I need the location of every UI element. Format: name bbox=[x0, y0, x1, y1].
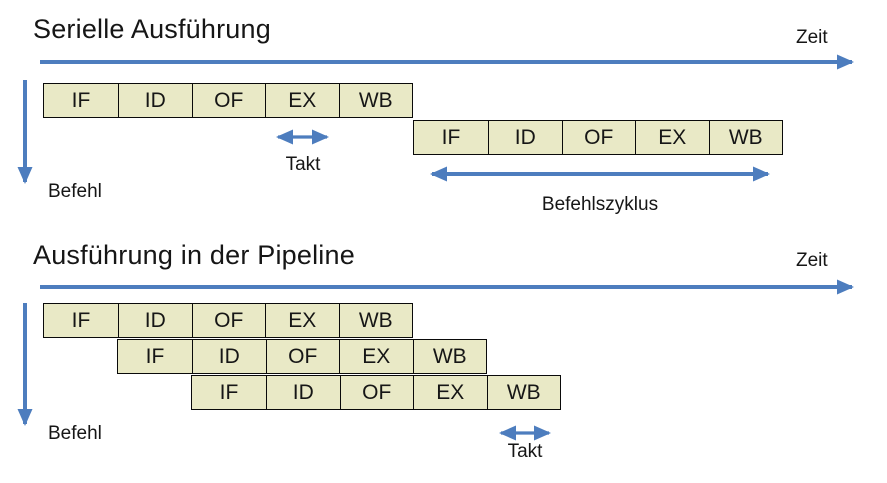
instruction-cycle-label: Befehlszyklus bbox=[541, 194, 659, 215]
stage-cell-id: ID bbox=[192, 340, 266, 373]
stage-cell-of: OF bbox=[339, 376, 414, 409]
stage-cell-wb: WB bbox=[338, 84, 413, 117]
stage-cell-id: ID bbox=[488, 121, 562, 154]
stage-cell-if: IF bbox=[219, 380, 239, 404]
pipeline-instruction-axis-label: Befehl bbox=[48, 423, 102, 444]
stage-cell-wb: WB bbox=[708, 121, 783, 154]
stage-cell-ex: EX bbox=[265, 304, 339, 337]
stage-cell-ex: EX bbox=[635, 121, 709, 154]
stage-cell-of: OF bbox=[561, 121, 636, 154]
stage-cell-if: IF bbox=[71, 88, 91, 112]
pipeline-instruction-2-row: IF ID OF EX WB bbox=[117, 339, 487, 374]
stage-cell-id: ID bbox=[266, 376, 340, 409]
stage-cell-if: IF bbox=[145, 344, 165, 368]
stage-cell-if: IF bbox=[71, 308, 91, 332]
stage-cell-if: IF bbox=[441, 125, 461, 149]
pipeline-time-axis-label: Zeit bbox=[796, 250, 828, 271]
pipeline-clock-label: Takt bbox=[507, 441, 543, 462]
serial-section-title: Serielle Ausführung bbox=[33, 14, 271, 44]
stage-cell-ex: EX bbox=[265, 84, 339, 117]
pipeline-instruction-1-row: IF ID OF EX WB bbox=[43, 303, 413, 338]
stage-cell-ex: EX bbox=[339, 340, 413, 373]
serial-instruction-1-row: IF ID OF EX WB bbox=[43, 83, 413, 118]
pipeline-section-title: Ausführung in der Pipeline bbox=[33, 240, 355, 270]
stage-cell-id: ID bbox=[118, 84, 192, 117]
stage-cell-wb: WB bbox=[338, 304, 413, 337]
stage-cell-ex: EX bbox=[413, 376, 487, 409]
serial-instruction-2-row: IF ID OF EX WB bbox=[413, 120, 783, 155]
serial-instruction-axis-label: Befehl bbox=[48, 181, 102, 202]
serial-clock-label: Takt bbox=[285, 154, 321, 175]
stage-cell-of: OF bbox=[191, 304, 266, 337]
serial-time-axis-label: Zeit bbox=[796, 27, 828, 48]
stage-cell-of: OF bbox=[191, 84, 266, 117]
stage-cell-id: ID bbox=[118, 304, 192, 337]
stage-cell-of: OF bbox=[265, 340, 340, 373]
stage-cell-wb: WB bbox=[486, 376, 561, 409]
stage-cell-wb: WB bbox=[412, 340, 487, 373]
pipeline-instruction-3-row: IF ID OF EX WB bbox=[191, 375, 561, 410]
